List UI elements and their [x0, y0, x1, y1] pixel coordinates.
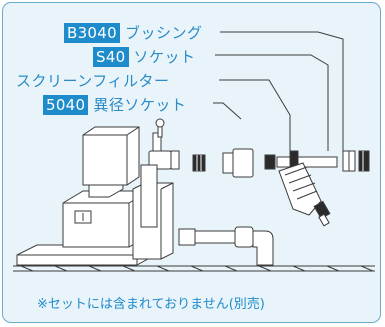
label-reducing-socket: 5040 異径ソケット [43, 94, 186, 115]
part-code-badge: B3040 [64, 22, 120, 43]
label-bushing: B3040 ブッシング [64, 22, 202, 43]
not-included-note: ※セットには含まれておりません(別売) [37, 297, 265, 312]
part-name: 異径ソケット [93, 96, 187, 114]
label-screen-filter: スクリーンフィルター [16, 70, 170, 91]
part-name: スクリーンフィルター [16, 72, 170, 90]
part-code-badge: S40 [93, 46, 129, 67]
part-code-badge: 5040 [43, 94, 89, 115]
pump-filter-illustration [13, 31, 375, 272]
parts-diagram-card: B3040 ブッシング S40 ソケット スクリーンフィルター 5040 異径ソ… [2, 2, 381, 323]
part-name: ブッシング [124, 24, 203, 42]
leader-lines [213, 31, 344, 155]
label-socket: S40 ソケット [93, 46, 196, 67]
part-name: ソケット [133, 48, 196, 66]
